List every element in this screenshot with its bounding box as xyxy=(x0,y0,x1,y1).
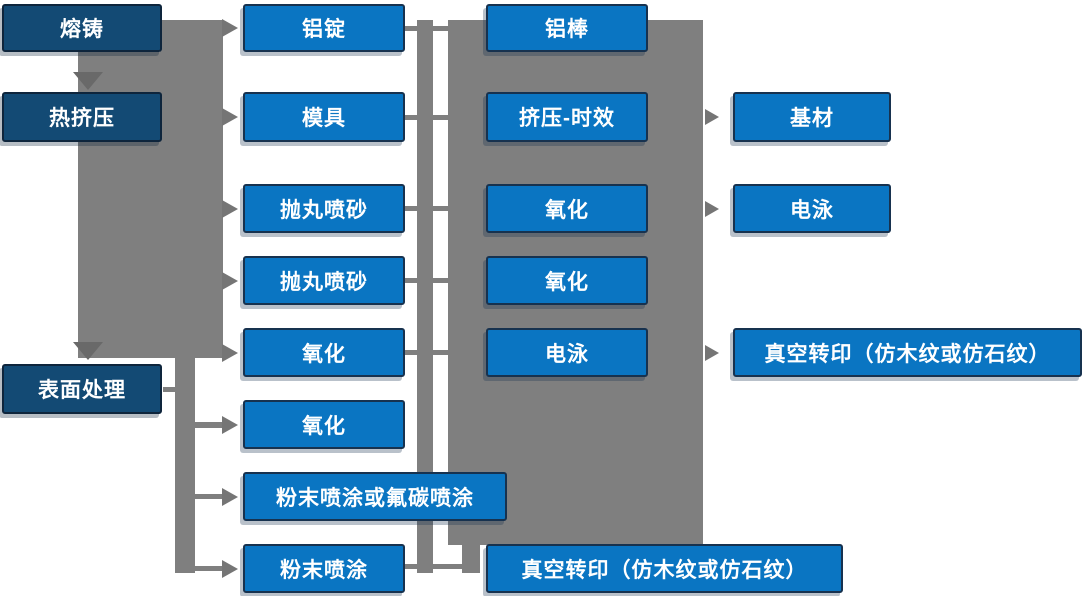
node-hot-extrusion: 热挤压 xyxy=(2,92,162,142)
connector-line xyxy=(405,350,448,355)
arrow-right-icon xyxy=(705,201,719,217)
node-al-rod: 铝棒 xyxy=(486,4,648,52)
node-shot-blast-1: 抛丸喷砂 xyxy=(243,184,405,233)
connector-line xyxy=(195,566,222,571)
node-powder-or-fluorocarbon: 粉末喷涂或氟碳喷涂 xyxy=(243,472,507,521)
connector-trunk-left xyxy=(175,358,195,573)
connector-line xyxy=(405,26,448,31)
arrow-right-icon xyxy=(222,19,238,37)
arrow-right-icon xyxy=(222,108,238,126)
node-melt: 熔铸 xyxy=(2,4,162,52)
node-mold: 模具 xyxy=(243,92,405,142)
node-oxidation-3: 氧化 xyxy=(486,184,648,233)
connector-stub-bottom xyxy=(462,540,480,573)
arrow-down-icon xyxy=(73,72,103,90)
connector-line xyxy=(405,206,448,211)
arrow-right-icon xyxy=(222,488,238,506)
arrow-right-icon xyxy=(705,345,719,361)
arrow-down-icon xyxy=(73,342,103,360)
connector-line xyxy=(405,564,462,569)
node-oxidation-4: 氧化 xyxy=(486,256,648,305)
connector-mass-top xyxy=(160,20,223,54)
arrow-right-icon xyxy=(222,200,238,218)
arrow-right-icon xyxy=(222,416,238,434)
connector-line xyxy=(195,422,222,428)
node-electrophoresis-1: 电泳 xyxy=(486,328,648,377)
arrow-right-icon xyxy=(705,109,719,125)
node-extrusion-aging: 挤压-时效 xyxy=(486,92,648,142)
node-oxidation-2: 氧化 xyxy=(243,400,405,449)
connector-bar-mid xyxy=(417,20,433,573)
connector-line xyxy=(163,387,175,392)
node-electrophoresis-2: 电泳 xyxy=(733,184,891,233)
connector-line xyxy=(195,494,222,499)
connector-line xyxy=(405,278,448,283)
node-powder-coating: 粉末喷涂 xyxy=(243,544,405,593)
node-surface-treatment: 表面处理 xyxy=(2,364,162,414)
arrow-right-icon xyxy=(222,272,238,290)
node-oxidation-1: 氧化 xyxy=(243,328,405,377)
node-shot-blast-2: 抛丸喷砂 xyxy=(243,256,405,305)
node-al-ingot: 铝锭 xyxy=(243,4,405,52)
node-base-material: 基材 xyxy=(733,92,891,142)
node-vacuum-transfer-2: 真空转印（仿木纹或仿石纹） xyxy=(733,328,1082,377)
connector-line xyxy=(405,115,448,120)
arrow-right-icon xyxy=(222,560,238,578)
arrow-right-icon xyxy=(222,344,238,362)
node-vacuum-transfer-1: 真空转印（仿木纹或仿石纹） xyxy=(486,544,843,593)
